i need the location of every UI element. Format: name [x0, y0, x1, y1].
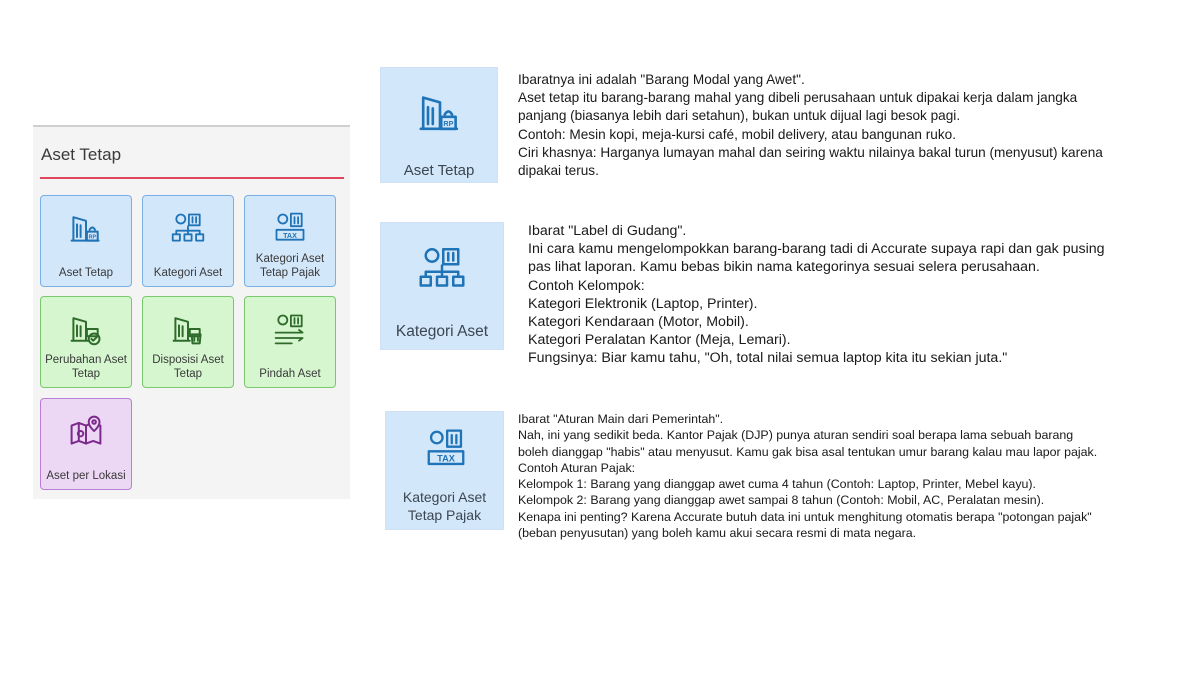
building-money-icon: RP — [419, 96, 459, 131]
description-line: Ibarat "Aturan Main dari Pemerintah". — [518, 412, 724, 426]
description-line: Kelompok 2: Barang yang dianggap awet sa… — [518, 493, 1045, 508]
panel-title-underline — [40, 177, 344, 179]
description-line: Kenapa ini penting? Karena Accurate butu… — [518, 509, 1092, 524]
description-line: Kategori Peralatan Kantor (Meja, Lemari)… — [528, 332, 791, 349]
description-line: Nah, ini yang sedikit beda. Kantor Pajak… — [518, 428, 1074, 443]
card-kategori-aset-tetap-pajak: TAX Kategori Aset Tetap Pajak — [385, 411, 504, 530]
description-line: Ciri khasnya: Harganya lumayan mahal dan… — [518, 144, 1103, 160]
building-money-icon: RP — [70, 216, 100, 242]
tax-category-icon: TAX — [275, 212, 305, 241]
description-line: dipakai terus. — [518, 163, 599, 179]
tile-kategori-aset[interactable]: Kategori Aset — [142, 195, 234, 287]
description-line: Contoh Kelompok: — [528, 277, 645, 294]
category-tree-icon — [419, 248, 465, 287]
panel-title: Aset Tetap — [41, 145, 122, 164]
description-line: Ibarat "Label di Gudang". — [528, 223, 687, 239]
svg-text:TAX: TAX — [283, 231, 297, 240]
tile-pindah-aset[interactable]: Pindah Aset — [244, 296, 336, 388]
description-line: Kategori Elektronik (Laptop, Printer). — [528, 295, 758, 312]
tile-label: Kategori Aset — [153, 267, 223, 279]
asset-transfer-icon — [274, 314, 304, 345]
map-location-icon — [70, 415, 102, 445]
svg-text:TAX: TAX — [437, 454, 456, 464]
description-line: Fungsinya: Biar kamu tahu, "Oh, total ni… — [528, 350, 1008, 367]
card-description-kategori-aset: Ibarat "Label di Gudang". Ini cara kamu … — [528, 222, 1105, 368]
description-line: boleh dianggap "habis" atau menyusut. Ka… — [518, 444, 1098, 459]
tile-label: Disposisi Aset Tetap — [152, 354, 224, 380]
asset-disposal-icon — [172, 317, 202, 345]
tile-disposisi-aset-tetap[interactable]: Disposisi Aset Tetap — [142, 296, 234, 388]
svg-text:RP: RP — [89, 234, 97, 240]
description-line: Contoh: Mesin kopi, meja-kursi café, mob… — [518, 126, 956, 142]
tile-label: Aset per Lokasi — [46, 470, 126, 482]
card-label: Kategori Aset — [395, 323, 489, 340]
card-label-line: Kategori Aset — [402, 489, 487, 505]
card-aset-tetap: RP Aset Tetap — [380, 67, 498, 183]
tile-perubahan-aset-tetap[interactable]: Perubahan Aset Tetap — [40, 296, 132, 388]
description-line: Aset tetap itu barang-barang mahal yang … — [518, 90, 1078, 106]
card-kategori-aset: Kategori Aset — [380, 222, 504, 350]
description-line: Ini cara kamu mengelompokkan barang-bara… — [528, 241, 1105, 258]
tile-aset-per-lokasi[interactable]: Aset per Lokasi — [40, 398, 132, 490]
description-line: (beban penyusutan) yang boleh kamu akui … — [518, 526, 917, 541]
tile-label: Perubahan Aset Tetap — [45, 354, 127, 380]
tile-label: Pindah Aset — [259, 368, 321, 380]
card-label: Kategori Aset Tetap Pajak — [386, 488, 503, 524]
description-line: Kategori Kendaraan (Motor, Mobil). — [528, 314, 749, 331]
tax-category-icon: TAX — [427, 429, 465, 466]
description-line: panjang (biasanya lebih dari setahun), b… — [518, 108, 961, 124]
tile-label: Kategori Aset Tetap Pajak — [255, 253, 325, 279]
description-line: Ibaratnya ini adalah "Barang Modal yang … — [518, 72, 805, 87]
description-line: Kelompok 1: Barang yang dianggap awet cu… — [518, 477, 1036, 492]
card-label: Aset Tetap — [403, 162, 475, 179]
card-description-aset-tetap: Ibaratnya ini adalah "Barang Modal yang … — [518, 71, 1103, 180]
card-label-line: Tetap Pajak — [407, 507, 482, 523]
svg-text:RP: RP — [443, 119, 453, 128]
category-tree-icon — [171, 213, 205, 242]
tile-aset-tetap[interactable]: RP Aset Tetap — [40, 195, 132, 287]
card-description-kategori-aset-tetap-pajak: Ibarat "Aturan Main dari Pemerintah". Na… — [518, 411, 1097, 541]
description-line: Contoh Aturan Pajak: — [518, 460, 636, 475]
tile-label: Aset Tetap — [58, 267, 114, 279]
tile-kategori-aset-tetap-pajak[interactable]: TAX Kategori Aset Tetap Pajak — [244, 195, 336, 287]
description-line: pas lihat laporan. Kamu bebas bikin nama… — [528, 259, 1040, 276]
asset-change-icon — [70, 317, 101, 346]
fixed-asset-panel: Aset Tetap RP Aset Tetap — [33, 125, 350, 499]
